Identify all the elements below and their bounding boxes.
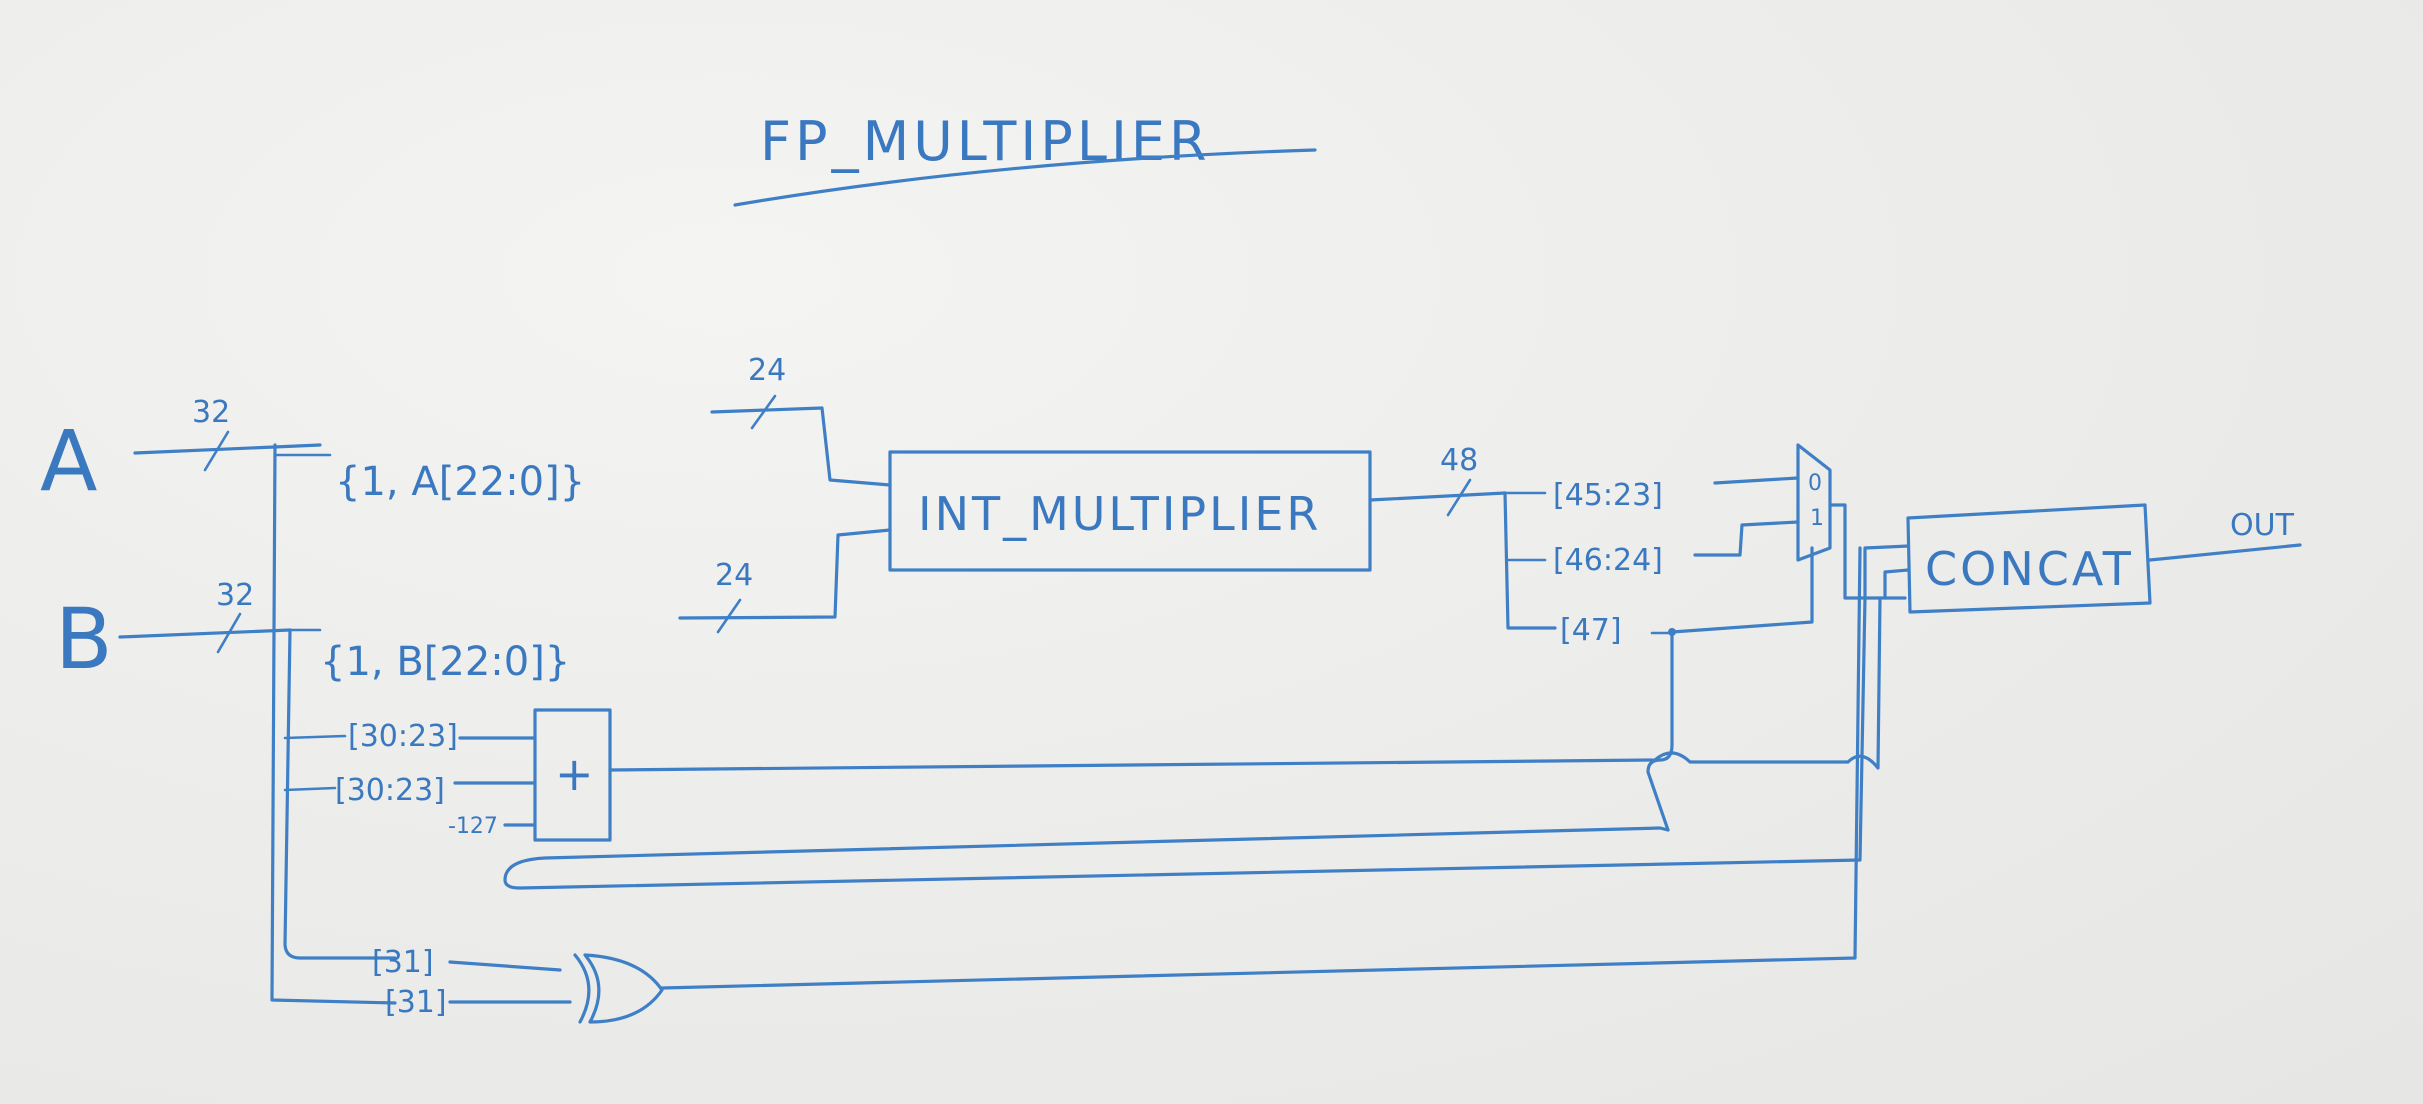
concat-label: CONCAT — [1925, 542, 2134, 596]
bias-constant: -127 — [448, 814, 498, 839]
concat-block — [1906, 503, 2152, 614]
title-underline — [733, 148, 1317, 207]
product-slice-msb: [47] — [1560, 613, 1622, 648]
xor-gate — [583, 953, 664, 1024]
concat-sign-stub — [1863, 544, 1910, 600]
b-mantissa-width: 24 — [715, 558, 753, 593]
exp-slice-b: [30:23] — [335, 773, 445, 808]
product-slice-low: [45:23] — [1553, 478, 1663, 513]
a-mantissa-bus-slash — [750, 394, 777, 430]
mux-sel1: 1 — [1810, 506, 1824, 531]
sign-slice-a: [31] — [372, 945, 434, 980]
mux-sel0: 0 — [1808, 471, 1822, 496]
exp-slice-a: [30:23] — [348, 719, 458, 754]
exp-b-tap — [283, 786, 337, 792]
product-slice-high: [46:24] — [1553, 543, 1663, 578]
input-a-width: 32 — [192, 395, 230, 430]
product-width: 48 — [1440, 443, 1478, 478]
mux-in0-wire — [1713, 476, 1800, 485]
mux-to-concat-wire — [1828, 503, 1907, 600]
diagram-title: FP_MULTIPLIER — [760, 110, 1211, 173]
adder-label: + — [555, 747, 597, 801]
mantissa-concat-a: {1, A[22:0]} — [335, 459, 585, 505]
input-b-width: 32 — [216, 578, 254, 613]
a-mantissa-width: 24 — [748, 353, 786, 388]
sign-out-wire — [660, 546, 1862, 990]
b-mantissa-wire — [678, 528, 892, 620]
a-mantissa-wire — [710, 406, 892, 487]
msb-to-exponent-wire — [1646, 630, 1674, 832]
concat-exp-stub — [1883, 568, 1910, 600]
sign-a-wire — [448, 960, 562, 972]
output-label: OUT — [2230, 508, 2295, 543]
output-wire — [2148, 543, 2302, 562]
input-a-bus-slash — [203, 430, 230, 472]
mantissa-concat-b: {1, B[22:0]} — [320, 639, 570, 685]
input-b-wire — [118, 628, 292, 639]
exp-a-tap — [283, 734, 347, 740]
input-a-label: A — [40, 412, 97, 510]
b-vertical-bus — [283, 628, 397, 960]
input-a-wire — [133, 443, 322, 455]
exponent-out-wire — [608, 596, 1882, 772]
int-multiplier-label: INT_MULTIPLIER — [918, 487, 1321, 541]
input-b-bus-slash — [216, 612, 242, 654]
xor-gate-back — [573, 953, 591, 1024]
a-vertical-bus — [270, 443, 397, 1005]
msb-increment-wire — [503, 596, 1867, 890]
mux-in1-wire — [1693, 520, 1800, 557]
product-split-bus — [1503, 491, 1557, 630]
sign-slice-b: [31] — [385, 985, 447, 1020]
input-b-label: B — [55, 590, 113, 688]
int-multiplier-block — [888, 450, 1372, 572]
exponent-adder — [533, 708, 612, 842]
product-wire — [1368, 491, 1507, 502]
mantissa-mux — [1796, 443, 1832, 562]
product-bus-slash — [1446, 478, 1472, 517]
mux-select-wire — [1670, 546, 1814, 634]
b-mantissa-bus-slash — [716, 598, 742, 634]
